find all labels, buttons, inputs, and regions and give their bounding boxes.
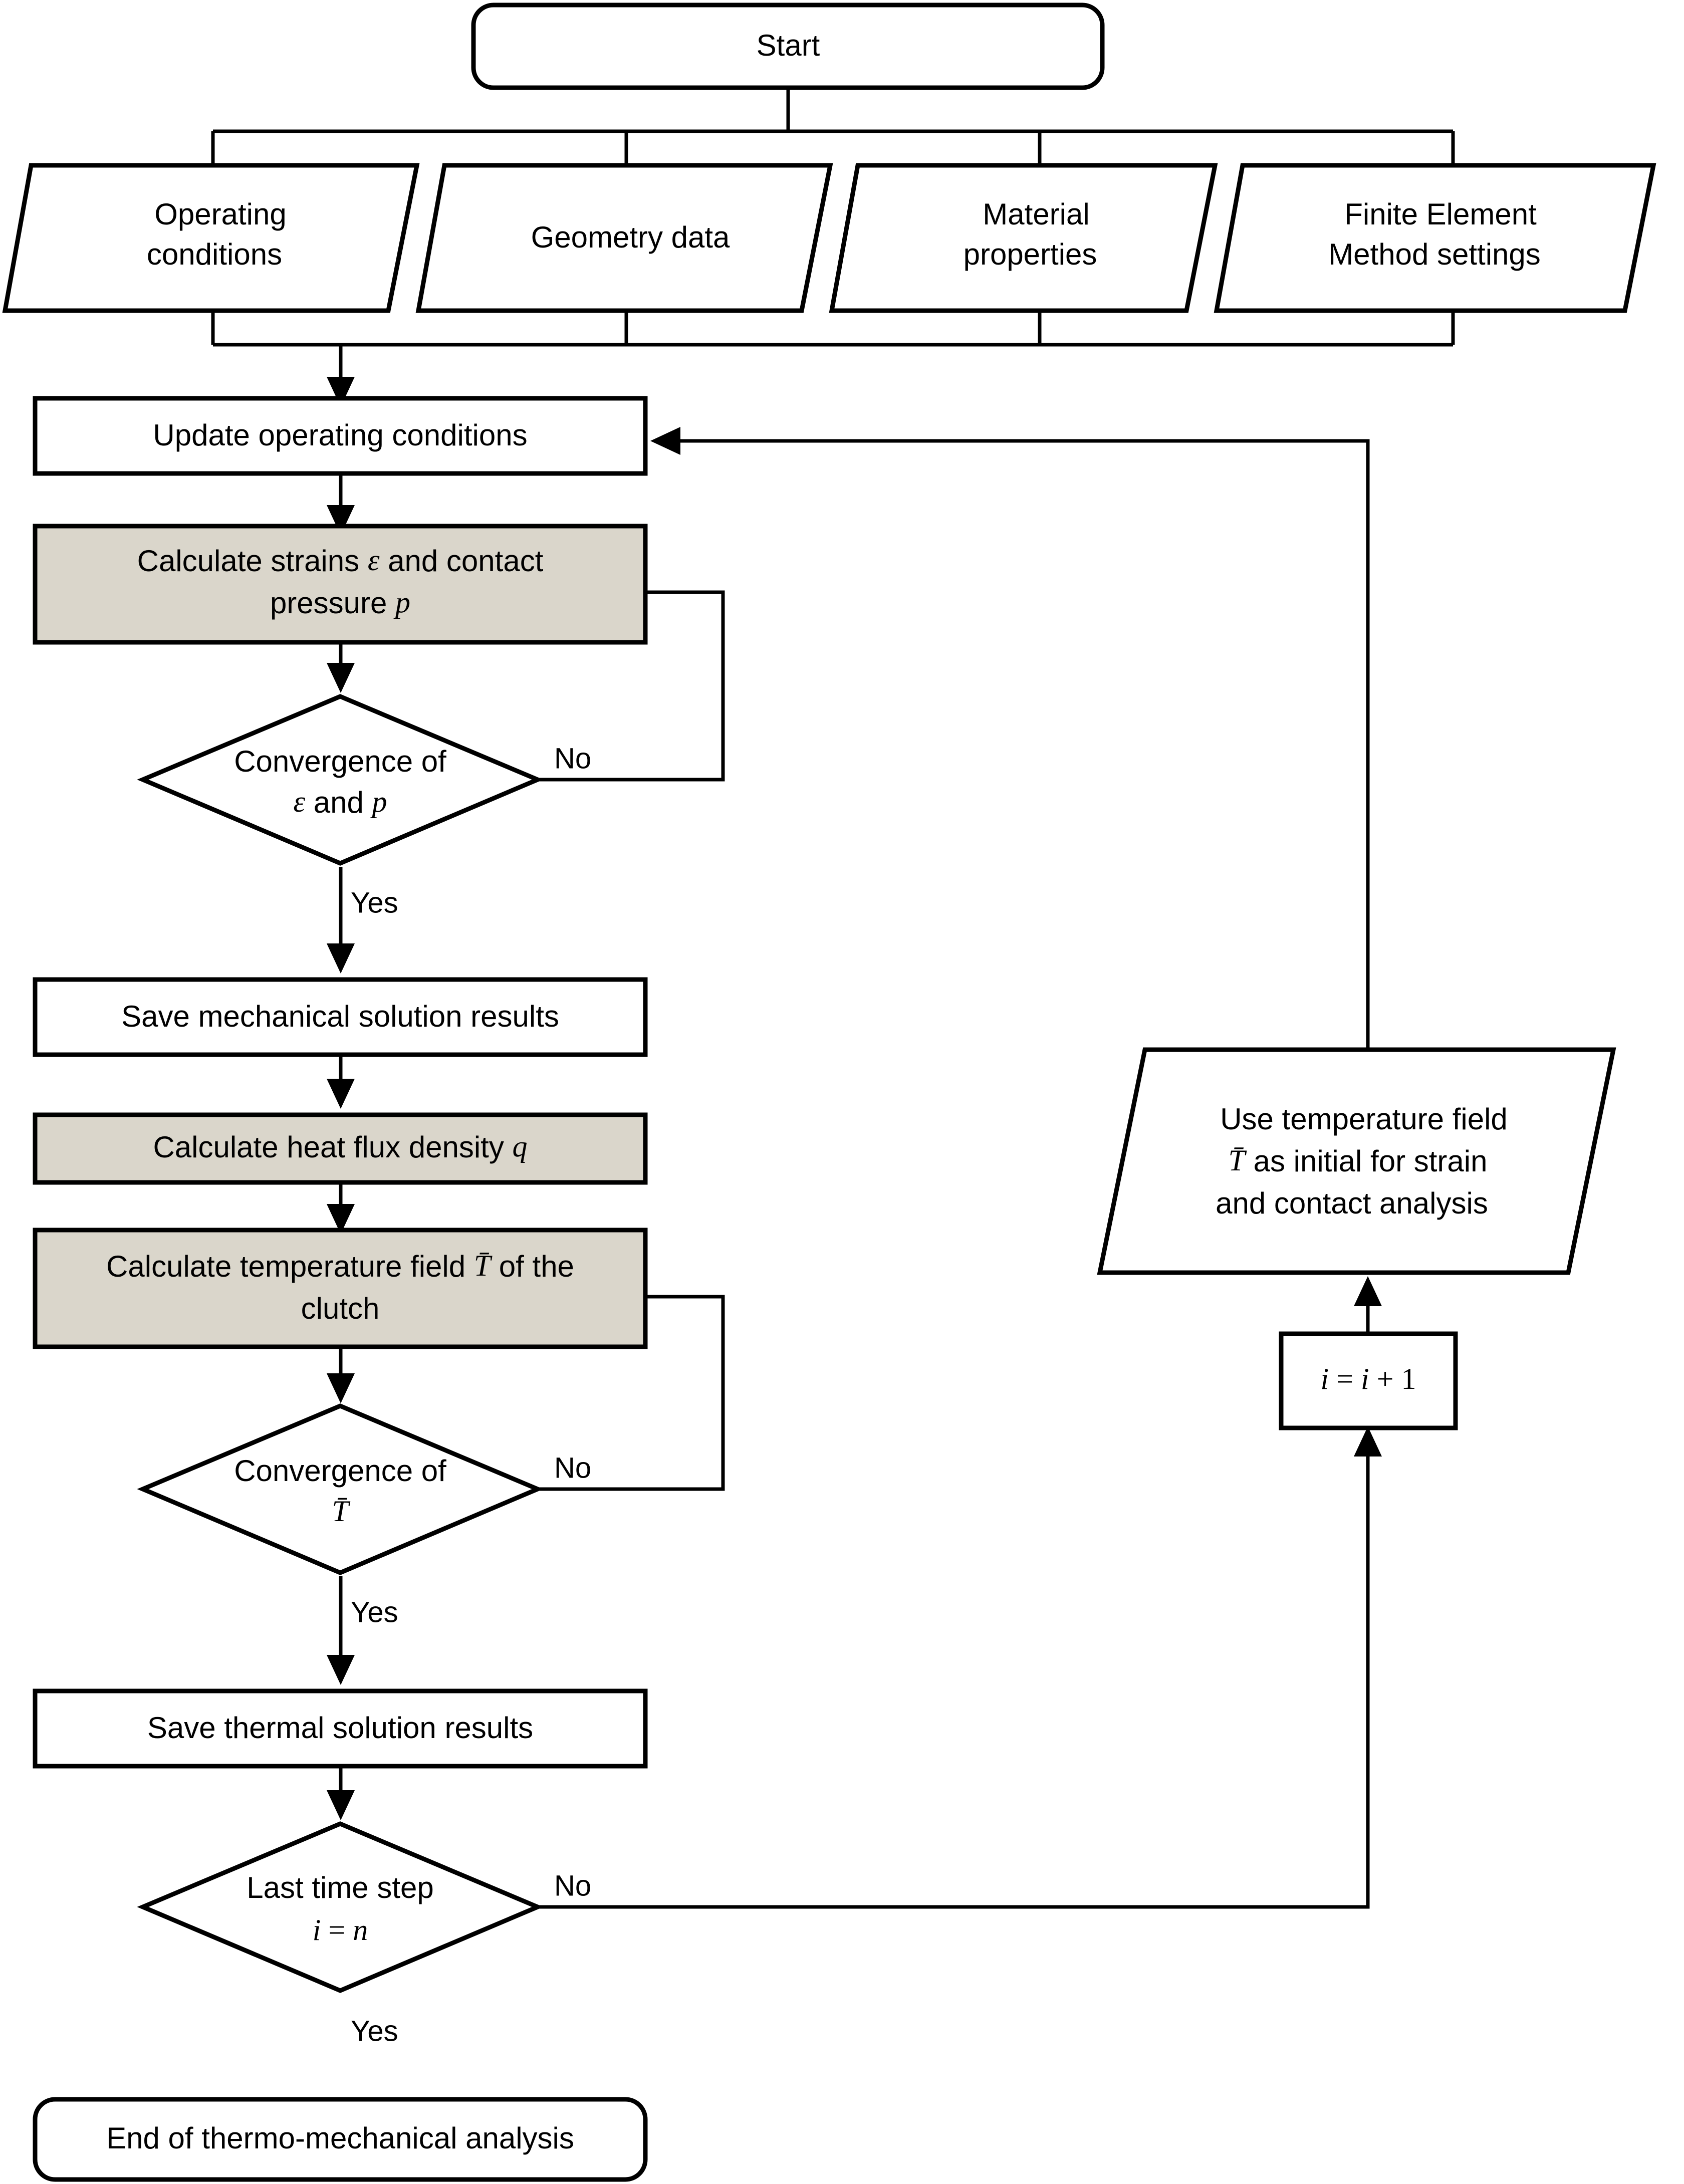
input-fem-label-line1: Finite Element <box>1344 197 1537 231</box>
arrow-increment-to-usetemp <box>1354 1276 1382 1306</box>
conv-temperature-label-line2: T̄ <box>332 1495 350 1528</box>
node-input-operating[interactable]: Operating conditions <box>2 163 420 313</box>
end-shape[interactable] <box>33 2097 648 2182</box>
input-material-shape[interactable] <box>829 163 1218 313</box>
input-geometry-label-line1: Geometry data <box>531 220 730 254</box>
input-geometry-shape[interactable] <box>415 163 833 313</box>
save-mechanical-label: Save mechanical solution results <box>121 1000 559 1033</box>
calc-strains-label-line2: pressure p <box>270 586 410 620</box>
node-end[interactable]: End of thermo-mechanical analysis <box>33 2097 648 2182</box>
calc-heat-flux-label: Calculate heat flux density q <box>153 1130 527 1164</box>
node-use-temperature-field[interactable]: Use temperature field T̄ as initial for … <box>1097 1047 1616 1275</box>
last-time-step-label-line1: Last time step <box>247 1871 434 1904</box>
calc-strains-label-line1: Calculate strains ε and contact <box>137 544 544 578</box>
use-temperature-field-shape[interactable] <box>1097 1047 1616 1275</box>
increment-shape[interactable] <box>1279 1331 1458 1430</box>
conv-strain-label-line1: Convergence of <box>234 745 446 778</box>
arrow-temp-to-convT <box>327 1373 355 1403</box>
arrow-savemech-to-heatflux <box>327 1079 355 1109</box>
label-last-step-yes: Yes <box>351 2015 398 2047</box>
node-calc-temperature[interactable]: Calculate temperature field T̄ of the cl… <box>33 1228 648 1349</box>
node-input-material[interactable]: Material properties <box>829 163 1218 313</box>
update-operating-shape[interactable] <box>33 396 648 476</box>
arrow-usetemp-to-update <box>650 427 680 455</box>
node-input-fem[interactable]: Finite Element Method settings <box>1214 163 1656 313</box>
end-label: End of thermo-mechanical analysis <box>106 2121 574 2155</box>
update-operating-label: Update operating conditions <box>153 418 527 452</box>
save-mechanical-shape[interactable] <box>33 977 648 1057</box>
node-input-geometry[interactable]: Geometry data <box>415 163 833 313</box>
node-conv-temperature[interactable]: Convergence of T̄ <box>137 1403 544 1575</box>
connectors <box>211 88 1455 1909</box>
calc-heat-flux-shape[interactable] <box>33 1112 648 1185</box>
edge-conv-temp-no <box>538 1295 725 1491</box>
arrow-heatflux-to-temp <box>327 1204 355 1234</box>
last-time-step-label-line2: i = n <box>313 1913 368 1947</box>
arrow-conv-strain-yes <box>327 943 355 974</box>
increment-label: i = i + 1 <box>1320 1362 1416 1395</box>
label-conv-strain-no: No <box>554 742 591 775</box>
edge-labels: No Yes No Yes No Yes <box>351 742 591 2047</box>
node-last-time-step[interactable]: Last time step i = n <box>137 1821 544 1993</box>
use-temperature-field-label-line1: Use temperature field <box>1220 1102 1508 1136</box>
input-material-label-line2: properties <box>964 237 1097 271</box>
node-increment[interactable]: i = i + 1 <box>1279 1331 1458 1430</box>
last-time-step-shape[interactable] <box>137 1821 544 1993</box>
calc-temperature-label-line2: clutch <box>301 1292 380 1325</box>
node-save-mechanical[interactable]: Save mechanical solution results <box>33 977 648 1057</box>
node-start[interactable]: Start <box>471 3 1105 90</box>
conv-temperature-shape[interactable] <box>137 1403 544 1575</box>
label-conv-temp-yes: Yes <box>351 1596 398 1628</box>
edge-laststep-no <box>538 1453 1370 1909</box>
conv-strain-label-line2: ε and p <box>293 785 387 819</box>
edge-conv-strain-no <box>538 590 725 782</box>
conv-temperature-label-line1: Convergence of <box>234 1454 446 1488</box>
node-calc-strains[interactable]: Calculate strains ε and contact pressure… <box>33 524 648 645</box>
calc-temperature-label-line1: Calculate temperature field T̄ of the <box>106 1249 574 1283</box>
label-conv-strain-yes: Yes <box>351 886 398 919</box>
node-update-operating[interactable]: Update operating conditions <box>33 396 648 476</box>
node-conv-strain[interactable]: Convergence of ε and p <box>137 694 544 866</box>
input-material-label-line1: Material <box>983 197 1089 231</box>
edge-usetemp-to-update <box>676 439 1370 1048</box>
label-conv-temp-no: No <box>554 1451 591 1484</box>
calc-strains-shape[interactable] <box>33 524 648 645</box>
input-operating-label-line2: conditions <box>147 237 282 271</box>
use-temperature-field-label-line3: and contact analysis <box>1216 1186 1488 1220</box>
start-label: Start <box>757 29 820 62</box>
calc-temperature-shape[interactable] <box>33 1228 648 1349</box>
start-shape[interactable] <box>471 3 1105 90</box>
arrow-laststep-no <box>1354 1426 1382 1457</box>
input-operating-shape[interactable] <box>2 163 420 313</box>
conv-strain-shape[interactable] <box>137 694 544 866</box>
label-last-step-no: No <box>554 1869 591 1902</box>
arrow-update-to-strain <box>327 505 355 535</box>
use-temperature-field-label-line2: T̄ as initial for strain <box>1229 1144 1488 1178</box>
arrow-conv-temp-yes <box>327 1655 355 1685</box>
input-operating-label-line1: Operating <box>154 197 287 231</box>
arrow-strain-to-conv <box>327 663 355 693</box>
input-fem-label-line2: Method settings <box>1328 237 1541 271</box>
node-save-thermal[interactable]: Save thermal solution results <box>33 1688 648 1769</box>
arrow-bus-to-update <box>327 377 355 407</box>
save-thermal-shape[interactable] <box>33 1688 648 1769</box>
save-thermal-label: Save thermal solution results <box>147 1711 533 1745</box>
arrow-savethermal-to-laststep <box>327 1790 355 1820</box>
node-calc-heat-flux[interactable]: Calculate heat flux density q <box>33 1112 648 1185</box>
input-fem-shape[interactable] <box>1214 163 1656 313</box>
